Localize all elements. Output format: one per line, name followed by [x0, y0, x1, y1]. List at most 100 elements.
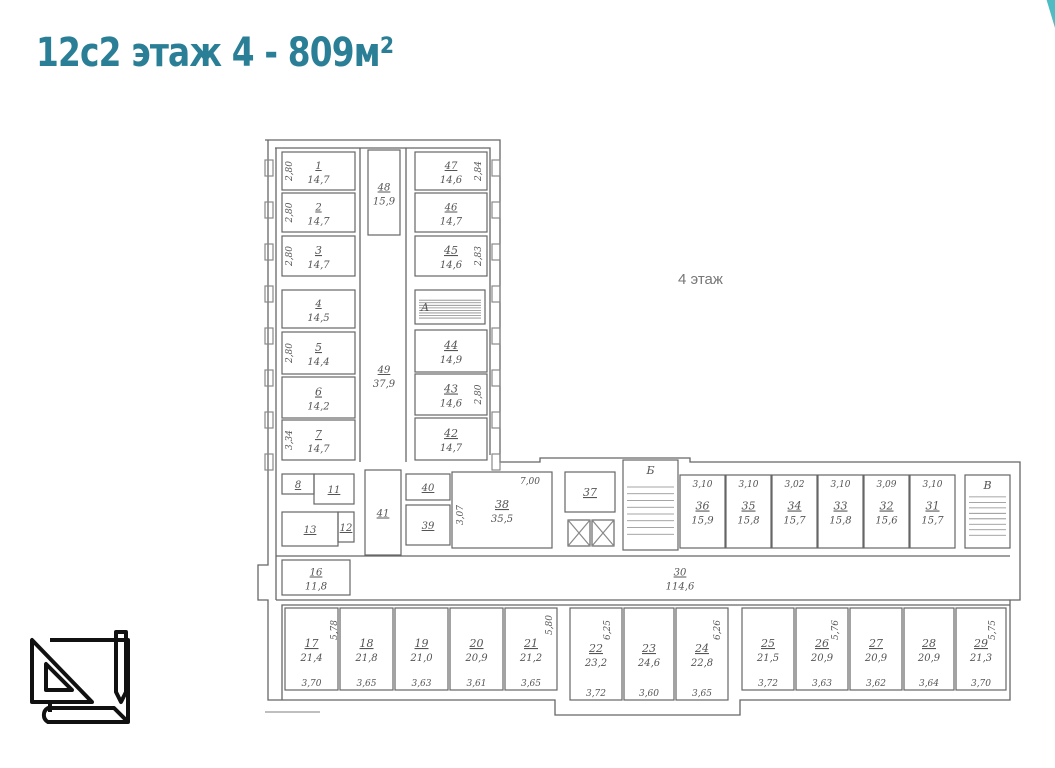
- room-dimension: 3,72: [758, 679, 778, 689]
- room-39: [405, 504, 451, 546]
- room-number: 31: [926, 500, 940, 513]
- room-number: 22: [588, 642, 603, 655]
- room-area: 14,7: [440, 217, 463, 228]
- room-area: 114,6: [666, 582, 695, 593]
- room-dimension: 3,65: [356, 679, 376, 689]
- room-dimension: 3,34: [285, 430, 295, 450]
- room-number: 42: [443, 427, 458, 440]
- room-21: [504, 607, 558, 691]
- room-number: 5: [315, 341, 322, 354]
- room-area: 14,6: [440, 260, 463, 271]
- room-41: [364, 469, 402, 556]
- room-area: 20,9: [917, 653, 941, 664]
- room-area: 15,9: [691, 516, 714, 527]
- room-dimension: 2,80: [285, 202, 295, 223]
- side-dimension: 5,78: [330, 620, 340, 640]
- room-17: [284, 607, 339, 691]
- room-4: [281, 289, 356, 329]
- room-number: 35: [742, 500, 756, 513]
- room-28: [903, 607, 955, 691]
- side-dimension: 5,75: [988, 620, 998, 640]
- room-20: [449, 607, 504, 691]
- room-44: [414, 329, 488, 373]
- room-area: 14,5: [307, 313, 329, 324]
- room-area: 11,8: [305, 582, 327, 593]
- room-24: [675, 607, 729, 701]
- room-dimension: 2,80: [285, 246, 295, 267]
- room-number: 28: [921, 637, 936, 650]
- window: [264, 243, 274, 261]
- room-number: 48: [377, 183, 391, 194]
- room-number: 16: [310, 568, 323, 579]
- stair-label: В: [982, 479, 991, 492]
- room-area: 21,4: [299, 653, 322, 664]
- room-34: [771, 474, 818, 549]
- room-area: 15,8: [829, 516, 851, 527]
- room-area: 14,9: [440, 355, 463, 366]
- floor-label: 4 этаж: [678, 271, 723, 288]
- room-43: [414, 373, 488, 416]
- side-dimension: 6,26: [713, 620, 723, 640]
- room-number: 46: [444, 203, 458, 214]
- room-number: 25: [760, 637, 775, 650]
- room-40: [405, 473, 451, 501]
- room-area: 14,4: [307, 357, 329, 368]
- room-dimension: 3,10: [738, 480, 758, 490]
- room-number: 29: [973, 637, 988, 650]
- room-area: 15,7: [783, 516, 806, 527]
- room-dimension: 3,10: [922, 480, 942, 490]
- room-31: [909, 474, 956, 549]
- room-dimension: 3,70: [301, 679, 321, 689]
- room-number: 4: [314, 299, 321, 310]
- room-dimension: 3,61: [466, 679, 486, 689]
- room-35: [725, 474, 772, 549]
- window: [264, 201, 274, 219]
- room-area: 14,6: [440, 399, 463, 410]
- room-number: 26: [814, 637, 829, 650]
- elevator: [591, 519, 615, 547]
- room-dimension: 3,02: [784, 480, 804, 490]
- window: [491, 411, 501, 429]
- room-11: [313, 473, 355, 505]
- room-number: 39: [422, 521, 435, 532]
- side-dimension: 6,25: [603, 620, 613, 640]
- building-outline: [257, 139, 1021, 716]
- room-dimension: 3,62: [866, 679, 886, 689]
- room-dimension: 7,00: [520, 477, 540, 487]
- room-16: [281, 559, 351, 596]
- window: [491, 369, 501, 387]
- room-29: [955, 607, 1007, 691]
- room-area: 21,0: [409, 653, 433, 664]
- room-area: 23,2: [584, 658, 607, 669]
- room-dimension: 3,70: [971, 679, 991, 689]
- room-number: 13: [304, 525, 317, 536]
- window: [264, 159, 274, 177]
- room-number: 21: [523, 637, 538, 650]
- room-18: [339, 607, 394, 691]
- room-number: 23: [641, 642, 656, 655]
- room-area: 22,8: [690, 658, 713, 669]
- room-number: 30: [674, 568, 687, 579]
- room-number: 41: [376, 509, 390, 520]
- room-number: 44: [443, 339, 458, 352]
- room-area: 21,5: [756, 653, 779, 664]
- room-area: 15,7: [921, 516, 944, 527]
- room-area: 20,9: [810, 653, 834, 664]
- staircase: [964, 474, 1011, 549]
- room-dimension: 2,80: [285, 343, 295, 364]
- room-number: 47: [444, 161, 458, 172]
- room-23: [623, 607, 675, 701]
- window: [264, 411, 274, 429]
- room-number: 12: [340, 523, 353, 534]
- room-dimension: 3,64: [919, 679, 939, 689]
- room-19: [394, 607, 449, 691]
- room-number: 3: [315, 244, 322, 257]
- room-37: [564, 471, 616, 513]
- room-number: 27: [868, 637, 883, 650]
- room-number: 11: [328, 485, 341, 496]
- room-area: 35,5: [491, 514, 513, 525]
- room-1: [281, 151, 356, 191]
- room-number: 49: [377, 365, 391, 376]
- room-area: 14,7: [440, 443, 463, 454]
- room-dimension: 3,65: [521, 679, 541, 689]
